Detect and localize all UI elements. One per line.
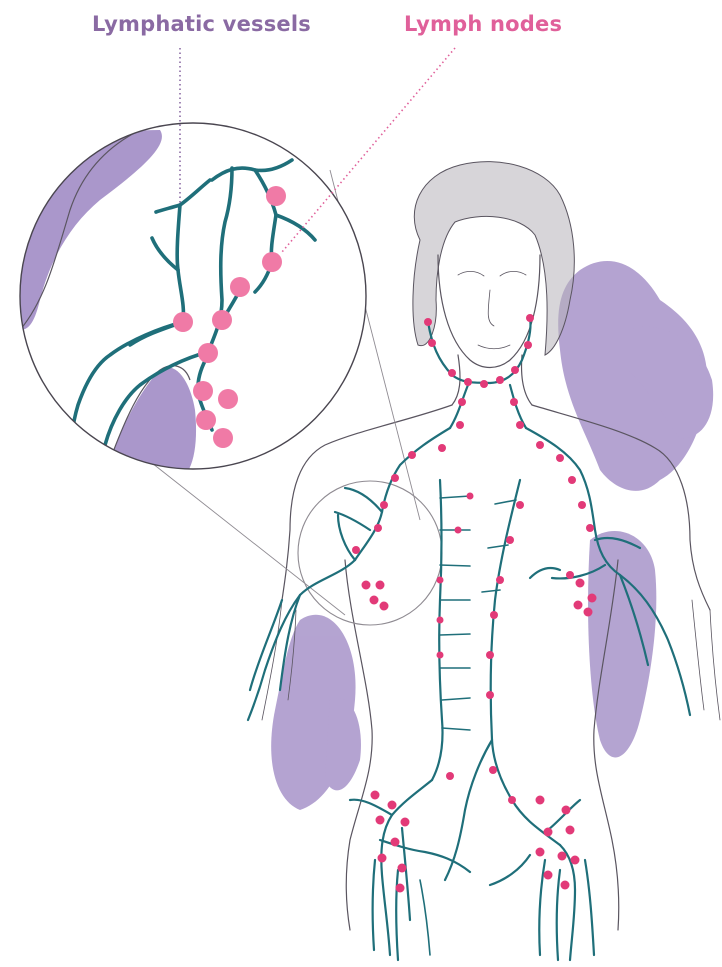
magnified-detail-circle xyxy=(20,123,366,480)
body-lymph-nodes xyxy=(352,314,597,893)
focus-area-circle xyxy=(298,481,442,625)
